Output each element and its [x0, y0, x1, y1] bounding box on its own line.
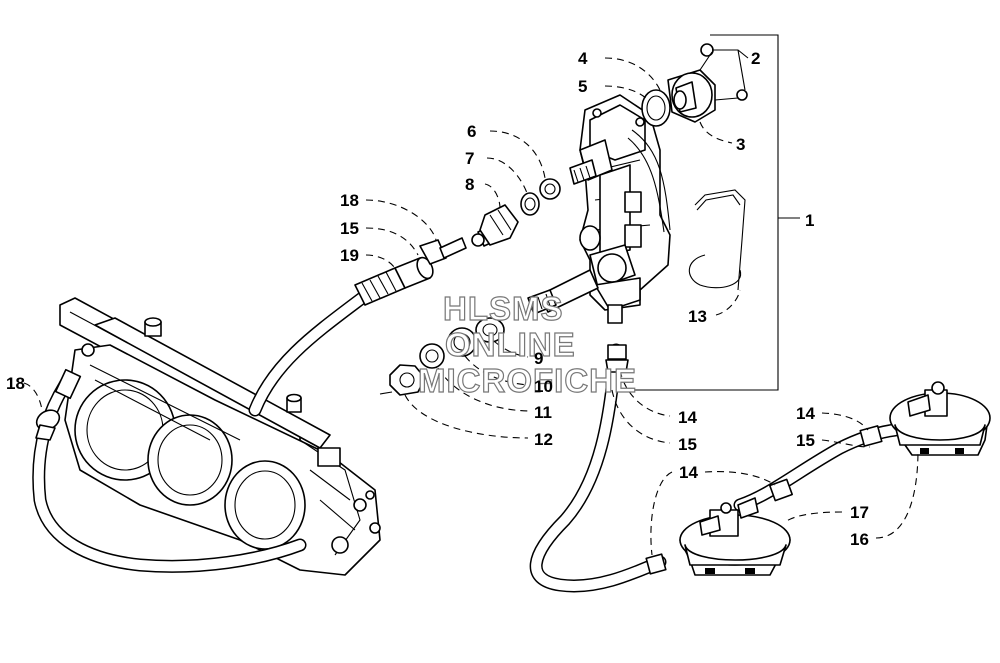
callout-12: 12 [534, 430, 553, 449]
callout-13: 13 [688, 307, 707, 326]
callout-1: 1 [805, 211, 814, 230]
hose-clamps [35, 344, 883, 575]
regulator-cap-assembly [641, 43, 748, 127]
callout-6: 6 [467, 122, 476, 141]
callout-15-a: 15 [678, 435, 697, 454]
fuel-pressure-regulator [527, 94, 671, 324]
engine-assembly [59, 297, 381, 576]
callout-15-c: 15 [340, 219, 359, 238]
callout-17: 17 [850, 503, 869, 522]
callout-2: 2 [751, 49, 760, 68]
callout-9: 9 [534, 349, 543, 368]
callout-18-b: 18 [6, 374, 25, 393]
callout-16: 16 [850, 530, 869, 549]
callout-19: 19 [340, 246, 359, 265]
callout-8: 8 [465, 175, 474, 194]
callout-11: 11 [534, 403, 552, 422]
callouts: 1 2 3 4 5 6 7 8 9 10 11 12 13 14 15 14 1… [6, 49, 869, 549]
callout-14-a: 14 [678, 408, 697, 427]
callout-14-b: 14 [796, 404, 815, 423]
callout-7: 7 [465, 149, 474, 168]
leader-lines [23, 34, 919, 556]
hose-connector-15-19 [354, 237, 467, 306]
callout-3: 3 [736, 135, 745, 154]
watermark-line-3: MICROFICHE [418, 362, 637, 399]
pulse-valve-upper [889, 381, 991, 456]
watermark: HLSMS ONLINE MICROFICHE [417, 289, 637, 399]
callout-14-c: 14 [679, 463, 698, 482]
watermark-line-1: HLSMS [443, 290, 564, 327]
callout-18-a: 18 [340, 191, 359, 210]
fitting-6-7-8 [471, 178, 561, 247]
pulse-valve-lower [679, 497, 791, 576]
callout-5: 5 [578, 77, 587, 96]
washers-and-nut [389, 317, 505, 396]
callout-4: 4 [578, 49, 588, 68]
retaining-clip [688, 189, 746, 291]
callout-15-b: 15 [796, 431, 815, 450]
callout-10: 10 [534, 377, 553, 396]
watermark-line-2: ONLINE [445, 326, 576, 363]
